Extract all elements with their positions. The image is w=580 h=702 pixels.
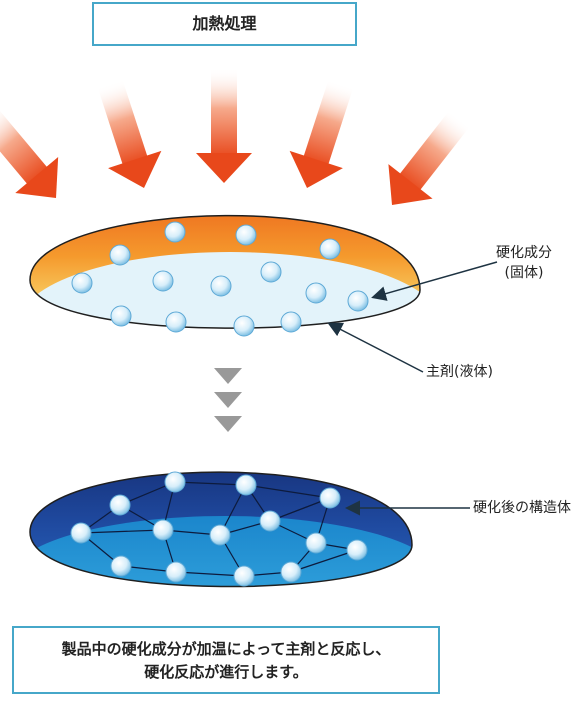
network-link: [269, 497, 331, 522]
particle-icon: [319, 487, 341, 509]
particle-icon: [209, 524, 231, 546]
heat-arrow-icon: [289, 79, 354, 188]
heat-arrows: [0, 68, 470, 205]
heat-arrow-icon: [196, 68, 252, 183]
down-triangle-icon: [214, 416, 242, 432]
network-link: [80, 529, 164, 534]
down-triangle-icon: [214, 368, 242, 384]
heat-arrow-icon: [388, 110, 470, 205]
particle-icon: [71, 272, 93, 294]
particle-icon: [235, 474, 257, 496]
network-nodes: [70, 471, 368, 587]
particle-icon: [319, 238, 341, 260]
particle-icon: [110, 555, 132, 577]
network-link: [174, 481, 247, 486]
particle-icon: [152, 270, 174, 292]
particle-icon: [210, 275, 232, 297]
page-title: 加熱処理: [192, 14, 257, 33]
heat-arrow-icon: [97, 79, 162, 188]
title-box: 加熱処理: [92, 2, 357, 46]
bottom-dome: [29, 471, 413, 588]
caption-box: 製品中の硬化成分が加温によって主剤と反応し、 硬化反応が進行します。: [12, 626, 440, 694]
particle-icon: [347, 290, 369, 312]
particle-icon: [152, 519, 174, 541]
label-hardener: 硬化成分 (固体): [478, 243, 570, 283]
heat-arrow-icon: [0, 105, 59, 198]
down-arrows: [214, 368, 242, 432]
leader-main-agent: [327, 322, 424, 373]
particle-icon: [346, 539, 368, 561]
particle-icon: [305, 532, 327, 554]
particle-icon: [233, 565, 255, 587]
caption-line1: 製品中の硬化成分が加温によって主剤と反応し、: [61, 640, 391, 658]
network-link: [245, 484, 331, 499]
particle-icon: [235, 224, 257, 246]
leader-hardener: [371, 261, 498, 301]
particle-icon: [70, 522, 92, 544]
particle-icon: [280, 311, 302, 333]
caption-line2: 硬化反応が進行します。: [144, 663, 308, 681]
particle-icon: [110, 305, 132, 327]
particle-icon: [164, 471, 186, 493]
down-triangle-icon: [214, 392, 242, 408]
particle-icon: [259, 510, 281, 532]
particle-icon: [165, 561, 187, 583]
label-hardener-line1: 硬化成分: [496, 245, 552, 261]
hardener-particles: [71, 221, 369, 337]
particle-icon: [305, 282, 327, 304]
particle-icon: [260, 261, 282, 283]
particle-icon: [109, 494, 131, 516]
network-link: [290, 549, 358, 573]
network-link: [175, 571, 245, 577]
label-structure: 硬化後の構造体: [473, 500, 571, 516]
particle-icon: [280, 561, 302, 583]
label-main-agent: 主剤(液体): [426, 364, 493, 380]
particle-icon: [233, 315, 255, 337]
particle-icon: [164, 221, 186, 243]
particle-icon: [109, 244, 131, 266]
label-hardener-line2: (固体): [504, 265, 544, 281]
particle-icon: [165, 311, 187, 333]
